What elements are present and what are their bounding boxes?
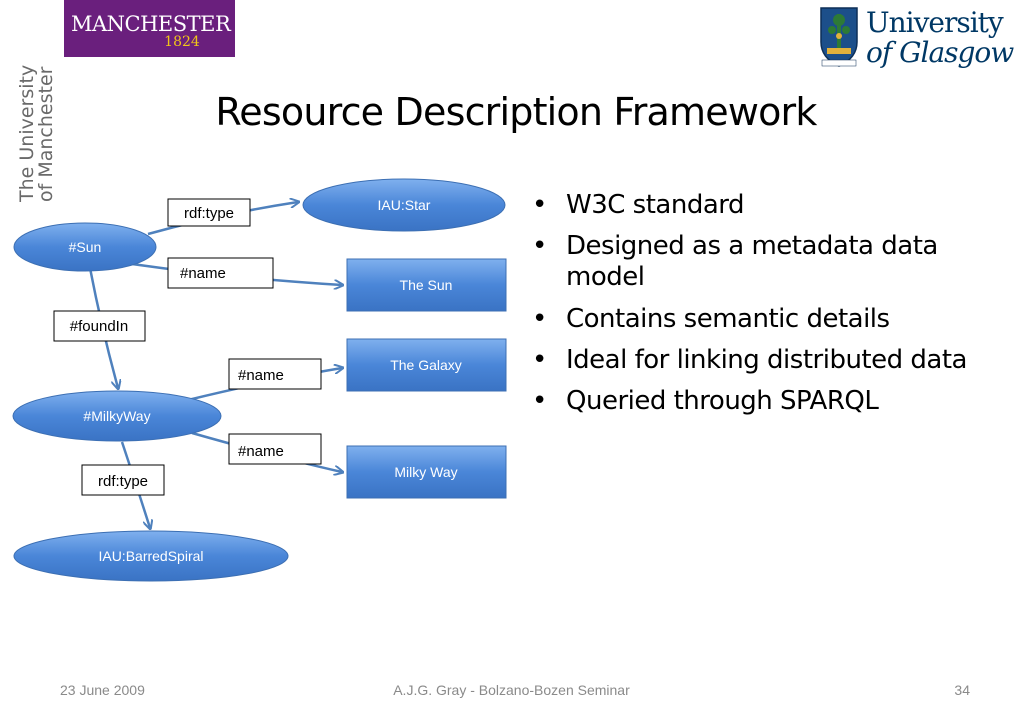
- svg-text:#name: #name: [238, 443, 284, 460]
- node-iau-star: IAU:Star: [302, 178, 506, 232]
- footer-date: 23 June 2009: [60, 682, 145, 698]
- bullet-item: •Designed as a metadata data model: [532, 231, 938, 293]
- node-the-sun: The Sun: [346, 258, 507, 312]
- manchester-logo-word: MANCHESTER: [71, 12, 231, 36]
- edge-label-found-in: #foundIn: [53, 310, 146, 342]
- node-the-galaxy-label: The Galaxy: [390, 357, 462, 373]
- node-milky-way-literal: Milky Way: [346, 445, 507, 499]
- svg-text:#name: #name: [180, 265, 226, 282]
- edge-label-sun-name: #name: [167, 257, 274, 289]
- bullet-list: •W3C standard •Designed as a metadata da…: [530, 190, 1000, 427]
- glasgow-crest-icon: [820, 7, 858, 67]
- svg-text:rdf:type: rdf:type: [98, 473, 148, 490]
- node-the-sun-label: The Sun: [400, 277, 453, 293]
- manchester-logo-year: 1824: [164, 34, 200, 50]
- node-iau-star-label: IAU:Star: [378, 197, 431, 213]
- node-milkyway: #MilkyWay: [12, 390, 222, 442]
- svg-text:#foundIn: #foundIn: [70, 318, 128, 335]
- footer-presenter: A.J.G. Gray - Bolzano-Bozen Seminar: [393, 682, 630, 698]
- node-barred-spiral: IAU:BarredSpiral: [13, 530, 289, 582]
- bullet-item: •Contains semantic details: [532, 303, 890, 334]
- edge-label-sun-type: rdf:type: [167, 198, 251, 227]
- glasgow-logo: University of Glasgow: [818, 6, 1014, 70]
- svg-text:rdf:type: rdf:type: [184, 205, 234, 222]
- node-the-galaxy: The Galaxy: [346, 338, 507, 392]
- glasgow-logo-line1: University: [866, 6, 1004, 39]
- node-sun-label: #Sun: [69, 239, 102, 255]
- edge-label-milkyway-type: rdf:type: [81, 464, 165, 496]
- rdf-diagram: IAU:Star #Sun #MilkyWay IAU:BarredSpiral…: [12, 178, 507, 582]
- svg-text:#name: #name: [238, 367, 284, 384]
- bullet-item: •Queried through SPARQL: [532, 385, 879, 416]
- edge-label-galaxy-name: #name: [228, 358, 322, 390]
- node-milkyway-label: #MilkyWay: [83, 408, 150, 424]
- node-milky-way-label: Milky Way: [394, 464, 457, 480]
- node-sun: #Sun: [13, 222, 157, 272]
- bullet-item: •Ideal for linking distributed data: [532, 344, 967, 375]
- footer-page-number: 34: [954, 682, 970, 698]
- glasgow-logo-line2: of Glasgow: [866, 36, 1014, 69]
- edge-label-milkyway-name: #name: [228, 433, 322, 465]
- manchester-logo: MANCHESTER 1824: [64, 0, 235, 57]
- slide-title: Resource Description Framework: [215, 90, 817, 134]
- node-barred-spiral-label: IAU:BarredSpiral: [98, 548, 203, 564]
- bullet-item: •W3C standard: [532, 190, 745, 220]
